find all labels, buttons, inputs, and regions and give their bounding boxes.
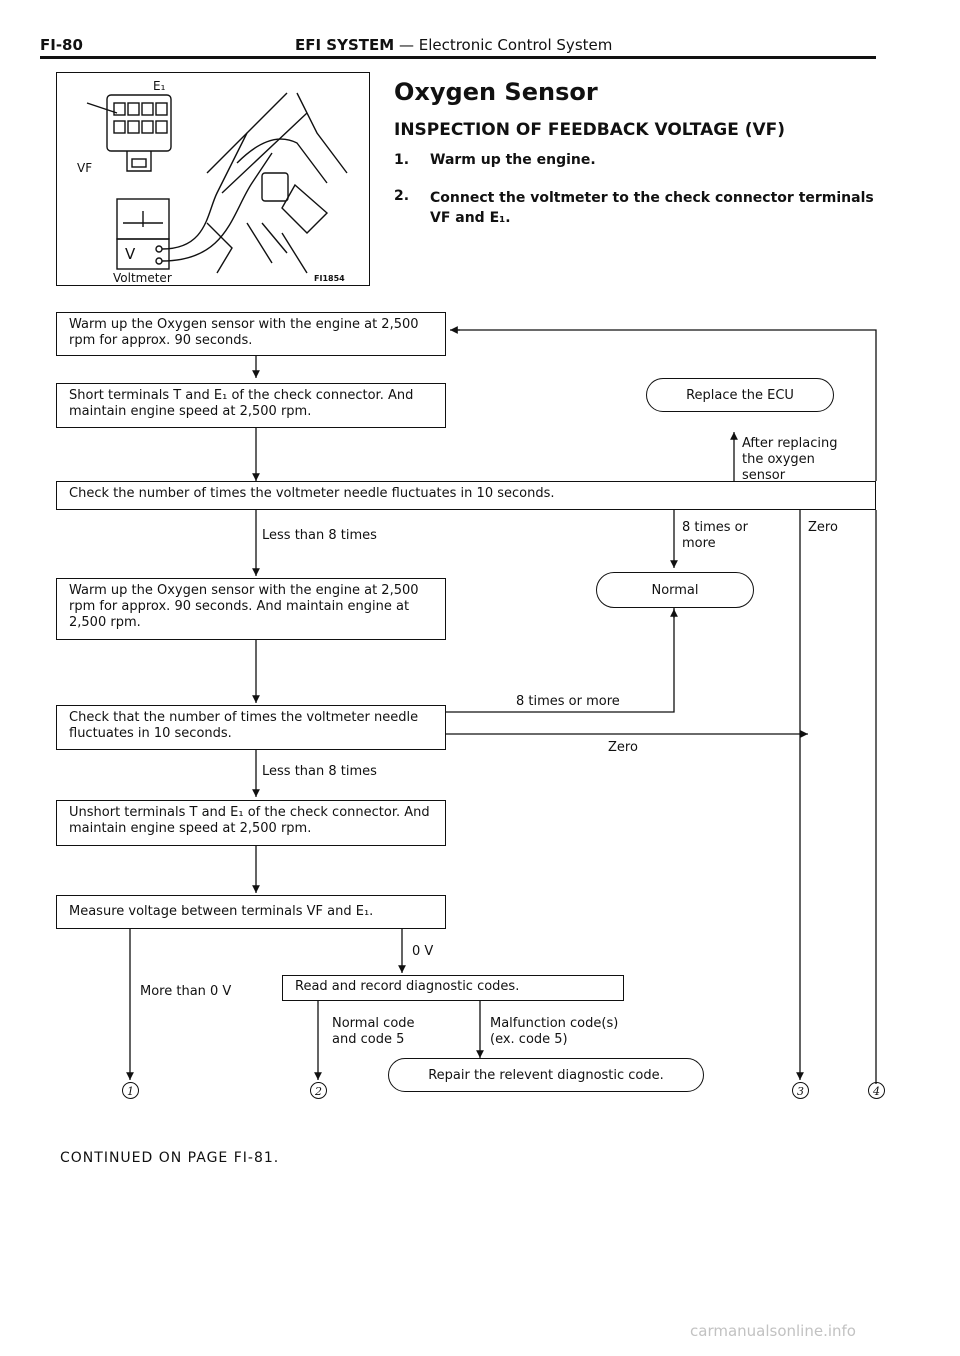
- zero-label-b: Zero: [608, 740, 638, 755]
- malfunction-code-label: Malfunction code(s) (ex. code 5): [490, 1016, 619, 1047]
- watermark: carmanualsonline.info: [690, 1322, 856, 1340]
- figure-code: FI1854: [314, 274, 345, 283]
- section-title: Oxygen Sensor: [394, 78, 598, 106]
- zero-label-a: Zero: [808, 520, 838, 535]
- flow-check-again-box: Check that the number of times the voltm…: [56, 705, 446, 750]
- normal-code-label: Normal code and code 5: [332, 1016, 415, 1047]
- page-code: FI-80: [40, 36, 83, 54]
- voltmeter-label: Voltmeter: [113, 271, 172, 285]
- replace-ecu-terminal: Replace the ECU: [646, 378, 834, 412]
- flow-warm-up-box: Warm up the Oxygen sensor with the engin…: [56, 312, 446, 356]
- circle-number-3: 3: [792, 1082, 809, 1099]
- continued-note: CONTINUED ON PAGE FI-81.: [60, 1150, 280, 1166]
- flow-measure-voltage-box: Measure voltage between terminals VF and…: [56, 895, 446, 929]
- repair-terminal: Repair the relevent diagnostic code.: [388, 1058, 704, 1092]
- step-2-number: 2.: [394, 188, 410, 204]
- header-subsection: Electronic Control System: [418, 36, 613, 54]
- zero-volt-label: 0 V: [412, 944, 434, 959]
- figure-label-e1: E₁: [153, 79, 166, 93]
- normal-terminal: Normal: [596, 572, 754, 608]
- after-replacing-label: After replacing the oxygen sensor: [742, 436, 838, 483]
- subheading: INSPECTION OF FEEDBACK VOLTAGE (VF): [394, 120, 786, 140]
- header-section: EFI SYSTEM: [295, 36, 395, 54]
- step-1-text: Warm up the engine.: [430, 152, 596, 168]
- eight-or-more-label-a: 8 times or more: [682, 520, 748, 551]
- replace-ecu-label: Replace the ECU: [686, 387, 794, 403]
- circle-number-2: 2: [310, 1082, 327, 1099]
- flow-read-codes-box: Read and record diagnostic codes.: [282, 975, 624, 1001]
- page-header-title: EFI SYSTEM — Electronic Control System: [295, 36, 612, 54]
- voltmeter-connection-figure: E₁ VF V Voltmeter: [56, 72, 370, 286]
- figure-label-v: V: [125, 245, 136, 263]
- circle-number-4: 4: [868, 1082, 885, 1099]
- flow-unshort-terminals-box: Unshort terminals T and E₁ of the check …: [56, 800, 446, 846]
- step-2-text: Connect the voltmeter to the check conne…: [430, 190, 874, 226]
- step-1-number: 1.: [394, 152, 410, 168]
- flow-warm-up-maintain-box: Warm up the Oxygen sensor with the engin…: [56, 578, 446, 640]
- more-than-0v-label: More than 0 V: [140, 984, 232, 999]
- flow-short-terminals-box: Short terminals T and E₁ of the check co…: [56, 383, 446, 428]
- eight-or-more-label-b: 8 times or more: [516, 694, 620, 709]
- normal-label: Normal: [651, 582, 699, 598]
- figure-label-vf: VF: [77, 161, 93, 175]
- connector-illustration: [86, 92, 348, 274]
- header-separator: —: [394, 36, 419, 54]
- less-than-8-label-b: Less than 8 times: [262, 764, 377, 779]
- less-than-8-label-a: Less than 8 times: [262, 528, 377, 543]
- repair-label: Repair the relevent diagnostic code.: [428, 1067, 664, 1083]
- circle-number-1: 1: [122, 1082, 139, 1099]
- flow-check-fluctuations-box: Check the number of times the voltmeter …: [56, 481, 876, 510]
- header-rule: [40, 56, 876, 59]
